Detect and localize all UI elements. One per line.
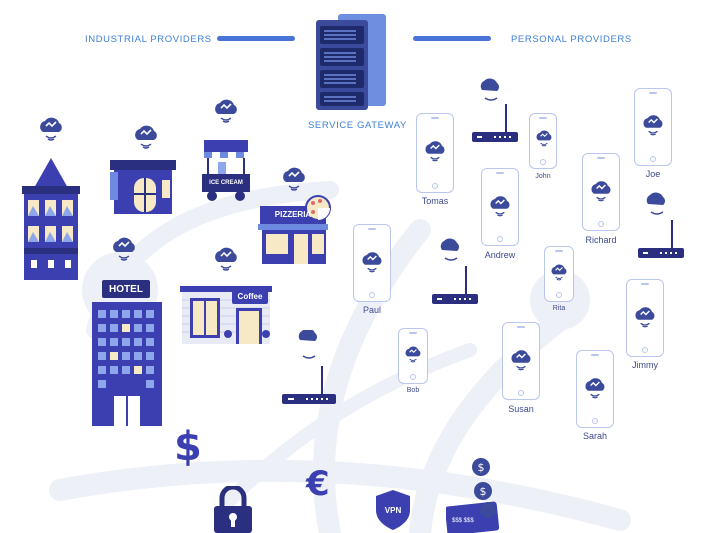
svg-text:$: $ <box>480 485 487 498</box>
pizzeria-building <box>258 195 331 264</box>
hotel-building <box>92 280 162 426</box>
coffee-sign: Coffee <box>237 292 263 301</box>
person-name: Susan <box>508 404 534 414</box>
shop-building <box>110 160 176 214</box>
coffee-shop-building <box>180 286 272 344</box>
credit-card-icon <box>446 501 500 533</box>
person-name: John <box>535 173 551 180</box>
pizzeria-sign: PIZZERIA <box>274 210 312 219</box>
industrial-providers-label: INDUSTRIAL PROVIDERS <box>85 34 212 45</box>
euro-icon: € <box>306 464 330 504</box>
vpn-label: VPN <box>384 506 402 515</box>
cloud-signal-icon <box>283 167 305 191</box>
coin-icon: $ $ <box>472 458 492 500</box>
hotel-sign: HOTEL <box>109 284 143 295</box>
dollar-icon: $ <box>174 424 202 470</box>
person-name: Bob <box>406 387 420 394</box>
card-number: $$$ $$$ <box>452 518 474 524</box>
townhouse-building <box>22 158 80 280</box>
cloud-signal-icon <box>635 307 655 328</box>
phone-john <box>529 113 557 169</box>
cloud-signal-icon <box>215 99 237 123</box>
person-name: Jimmy <box>632 360 658 370</box>
cloud-signal-icon <box>215 247 237 271</box>
personal-connector-bar <box>413 36 491 41</box>
cloud-signal-icon <box>490 196 510 217</box>
server-rack-icon <box>316 14 386 110</box>
person-name: Richard <box>585 235 617 245</box>
ice-cream-sign: ICE CREAM <box>209 180 243 186</box>
cloud-signal-icon <box>551 264 567 281</box>
personal-providers-label: PERSONAL PROVIDERS <box>511 34 632 45</box>
service-gateway-label: SERVICE GATEWAY <box>308 120 407 131</box>
person-name: Joe <box>645 169 661 179</box>
cloud-signal-icon <box>135 125 157 149</box>
industrial-connector-bar <box>217 36 295 41</box>
padlock-icon <box>214 486 252 533</box>
cloud-signal-icon <box>643 115 663 136</box>
router-icon <box>638 192 684 258</box>
cloud-signal-icon <box>425 141 445 162</box>
person-name: Tomas <box>421 196 449 206</box>
router-icon <box>472 78 518 142</box>
ice-cream-cart <box>202 140 250 201</box>
cloud-signal-icon <box>585 378 605 399</box>
cloud-signal-icon <box>40 117 62 141</box>
svg-text:$: $ <box>478 461 485 474</box>
person-name: Sarah <box>582 431 608 441</box>
cloud-signal-icon <box>405 346 421 363</box>
vpn-shield-icon <box>376 490 410 530</box>
router-icon <box>282 330 336 404</box>
cloud-signal-icon <box>536 130 552 147</box>
person-name: Rita <box>552 305 566 312</box>
person-name: Andrew <box>484 250 516 260</box>
cloud-signal-icon <box>113 237 135 261</box>
person-name: Paul <box>362 305 381 315</box>
cloud-signal-icon <box>362 252 382 273</box>
cloud-signal-icon <box>511 350 531 371</box>
router-icon <box>432 238 478 304</box>
cloud-signal-icon <box>591 181 611 202</box>
